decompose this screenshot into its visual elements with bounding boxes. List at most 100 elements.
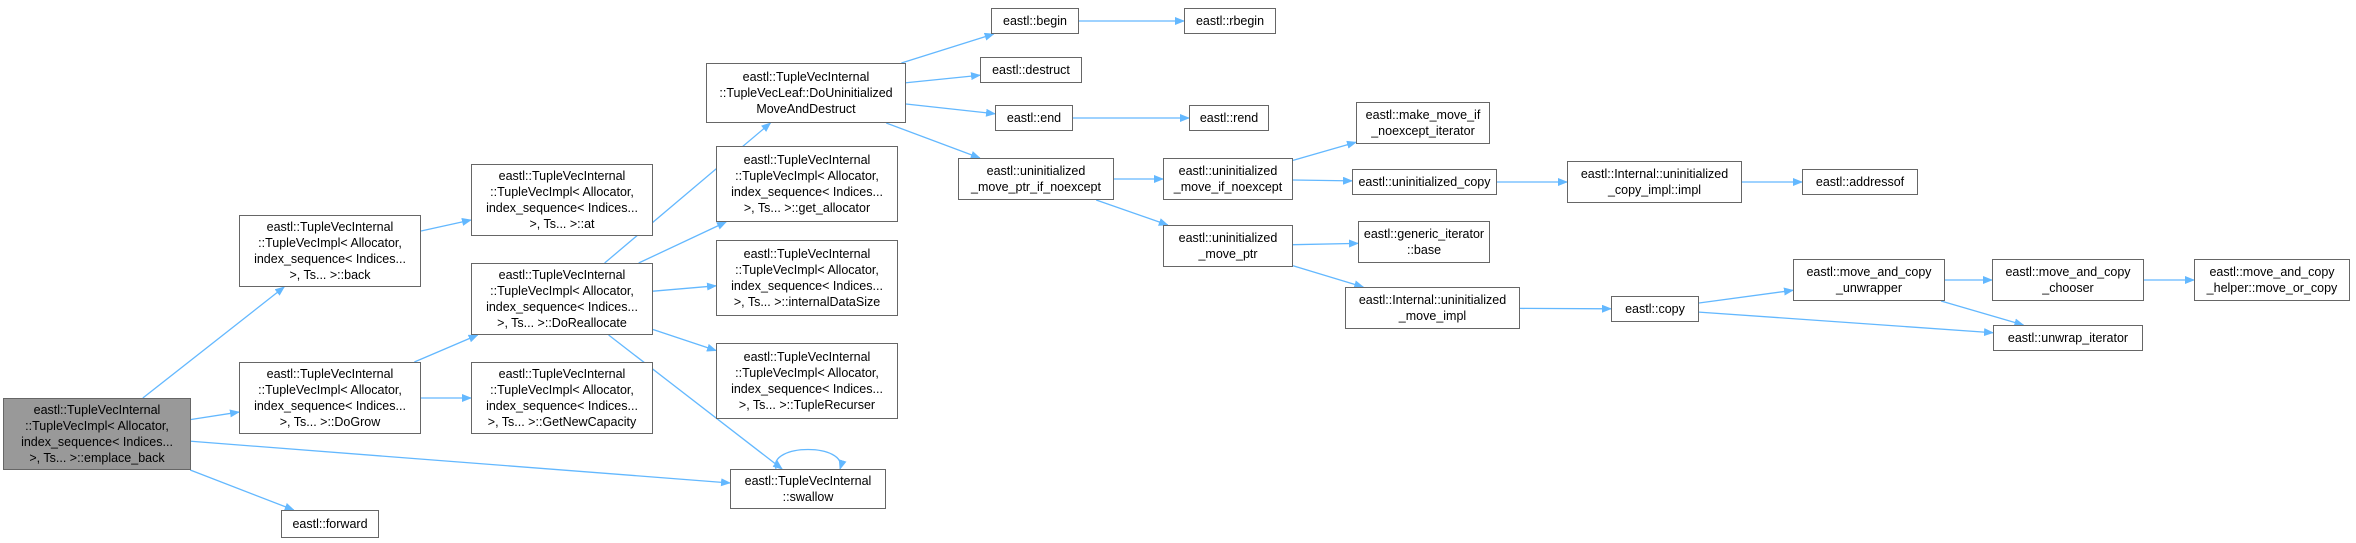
node-emplace-back[interactable]: eastl::TupleVecInternal ::TupleVecImpl< … — [3, 398, 191, 470]
node-rbegin[interactable]: eastl::rbegin — [1184, 8, 1276, 34]
node-line: index_sequence< Indices... — [254, 399, 406, 413]
edge-copy-to-unwrap — [1698, 311, 1994, 337]
node-move-and-copy-chooser[interactable]: eastl::move_and_copy _chooser — [1992, 259, 2144, 301]
node-line: eastl::rend — [1199, 111, 1259, 125]
node-doreallocate[interactable]: eastl::TupleVecInternal ::TupleVecImpl< … — [471, 263, 653, 335]
graph-edges — [142, 17, 2195, 511]
node-get-allocator[interactable]: eastl::TupleVecInternal ::TupleVecImpl< … — [716, 146, 898, 222]
node-line: eastl::TupleVecInternal — [266, 220, 394, 234]
node-line: index_sequence< Indices... — [486, 201, 638, 215]
edge-douninit-to-end — [905, 103, 996, 117]
node-line: eastl::TupleVecInternal — [498, 169, 626, 183]
edge-back-to-at — [420, 218, 472, 232]
node-line: ::TupleVecImpl< Allocator, — [490, 383, 634, 397]
node-line: _helper::move_or_copy — [2206, 281, 2338, 295]
node-move-and-copy-unwrapper[interactable]: eastl::move_and_copy _unwrapper — [1793, 259, 1945, 301]
node-douninitializedmoveanddestruct[interactable]: eastl::TupleVecInternal ::TupleVecLeaf::… — [706, 63, 906, 123]
node-line: eastl::TupleVecInternal — [33, 403, 161, 417]
node-line: eastl::Internal::uninitialized — [1580, 167, 1729, 181]
node-line: eastl::begin — [1003, 14, 1067, 28]
edge-macu-to-unwrap — [1940, 300, 2025, 327]
node-line: ::TupleVecImpl< Allocator, — [490, 284, 634, 298]
edge-doreallocate-to-internaldatasize — [652, 282, 717, 292]
edge-douninit-to-umpine — [886, 122, 981, 159]
node-dogrow[interactable]: eastl::TupleVecInternal ::TupleVecImpl< … — [239, 362, 421, 434]
node-line: _move_if_noexcept — [1173, 180, 1283, 194]
node-line: eastl::uninitialized — [1178, 231, 1278, 245]
node-back[interactable]: eastl::TupleVecInternal ::TupleVecImpl< … — [239, 215, 421, 287]
node-swallow[interactable]: eastl::TupleVecInternal ::swallow — [730, 469, 886, 509]
node-line: ::TupleVecImpl< Allocator, — [735, 169, 879, 183]
node-destruct[interactable]: eastl::destruct — [980, 57, 1082, 83]
node-line: index_sequence< Indices... — [254, 252, 406, 266]
node-end[interactable]: eastl::end — [995, 105, 1073, 131]
node-line: >, Ts... >::internalDataSize — [733, 295, 881, 309]
node-line: >, Ts... >::get_allocator — [743, 201, 871, 215]
node-forward[interactable]: eastl::forward — [281, 510, 379, 538]
edge-umine-to-ucopy — [1292, 176, 1353, 185]
node-uninitialized-copy[interactable]: eastl::uninitialized_copy — [1352, 169, 1497, 195]
node-line: eastl::unwrap_iterator — [2007, 331, 2129, 345]
node-line: ::TupleVecImpl< Allocator, — [735, 366, 879, 380]
node-line: ::TupleVecImpl< Allocator, — [490, 185, 634, 199]
node-line: eastl::destruct — [992, 63, 1070, 77]
edge-emplace_back-to-swallow — [190, 440, 731, 487]
node-generic-iterator-base[interactable]: eastl::generic_iterator ::base — [1358, 221, 1490, 263]
node-line: >, Ts... >::at — [529, 217, 595, 231]
edge-doreallocate-to-tuplerecurser — [652, 328, 717, 352]
node-tuplerecurser[interactable]: eastl::TupleVecInternal ::TupleVecImpl< … — [716, 343, 898, 419]
edge-doreallocate-to-get_allocator — [638, 221, 727, 264]
node-line: eastl::TupleVecInternal — [498, 268, 626, 282]
node-line: eastl::TupleVecInternal — [744, 474, 872, 488]
edge-swallow-self-loop — [775, 448, 847, 470]
node-line: _copy_impl::impl — [1607, 183, 1702, 197]
node-line: index_sequence< Indices... — [731, 279, 883, 293]
edge-douninit-to-destruct — [905, 72, 981, 84]
node-uninitialized-move-if-noexcept[interactable]: eastl::uninitialized _move_if_noexcept — [1163, 158, 1293, 200]
edge-doreallocate-to-swallow — [608, 334, 783, 470]
node-line: >, Ts... >::DoReallocate — [497, 316, 627, 330]
node-line: >, Ts... >::GetNewCapacity — [487, 415, 637, 429]
node-line: index_sequence< Indices... — [486, 399, 638, 413]
node-line: _chooser — [2042, 281, 2094, 295]
node-uninitialized-move-ptr[interactable]: eastl::uninitialized _move_ptr — [1163, 225, 1293, 267]
node-copy[interactable]: eastl::copy — [1611, 296, 1699, 322]
node-begin[interactable]: eastl::begin — [991, 8, 1079, 34]
node-line: index_sequence< Indices... — [731, 382, 883, 396]
node-internal-uninitialized-move-impl[interactable]: eastl::Internal::uninitialized _move_imp… — [1345, 287, 1520, 329]
node-internal-uninitialized-copy-impl[interactable]: eastl::Internal::uninitialized _copy_imp… — [1567, 161, 1742, 203]
node-line: >, Ts... >::DoGrow — [279, 415, 381, 429]
node-internaldatasize[interactable]: eastl::TupleVecInternal ::TupleVecImpl< … — [716, 240, 898, 316]
node-line: _noexcept_iterator — [1371, 124, 1475, 138]
node-move-and-copy-helper-move-or-copy[interactable]: eastl::move_and_copy _helper::move_or_co… — [2194, 259, 2350, 301]
node-line: >, Ts... >::emplace_back — [29, 451, 165, 465]
node-line: _move_ptr — [1198, 247, 1258, 261]
node-at[interactable]: eastl::TupleVecInternal ::TupleVecImpl< … — [471, 164, 653, 236]
node-line: ::base — [1406, 243, 1442, 257]
node-addressof[interactable]: eastl::addressof — [1802, 169, 1918, 195]
edge-umine-to-mmine — [1292, 140, 1357, 161]
edge-emplace_back-to-back — [142, 286, 285, 399]
node-line: _unwrapper — [1835, 281, 1902, 295]
edge-emplace_back-to-forward — [189, 469, 295, 511]
node-line: ::TupleVecLeaf::DoUninitialized — [719, 86, 893, 100]
node-make-move-if-noexcept-iterator[interactable]: eastl::make_move_if _noexcept_iterator — [1356, 102, 1490, 144]
node-getnewcapacity[interactable]: eastl::TupleVecInternal ::TupleVecImpl< … — [471, 362, 653, 434]
edge-dogrow-to-doreallocate — [414, 334, 479, 363]
node-unwrap-iterator[interactable]: eastl::unwrap_iterator — [1993, 325, 2143, 351]
node-line: ::TupleVecImpl< Allocator, — [735, 263, 879, 277]
node-line: index_sequence< Indices... — [731, 185, 883, 199]
node-line: eastl::TupleVecInternal — [266, 367, 394, 381]
node-line: ::TupleVecImpl< Allocator, — [25, 419, 169, 433]
node-line: ::TupleVecImpl< Allocator, — [258, 383, 402, 397]
node-line: eastl::addressof — [1815, 175, 1905, 189]
node-line: ::swallow — [782, 490, 834, 504]
node-rend[interactable]: eastl::rend — [1189, 105, 1269, 131]
node-line: eastl::uninitialized — [1178, 164, 1278, 178]
node-uninitialized-move-ptr-if-noexcept[interactable]: eastl::uninitialized _move_ptr_if_noexce… — [958, 158, 1114, 200]
node-line: index_sequence< Indices... — [486, 300, 638, 314]
node-line: eastl::end — [1006, 111, 1062, 125]
node-line: >, Ts... >::TupleRecurser — [738, 398, 876, 412]
edge-copy-to-macu — [1698, 287, 1794, 304]
